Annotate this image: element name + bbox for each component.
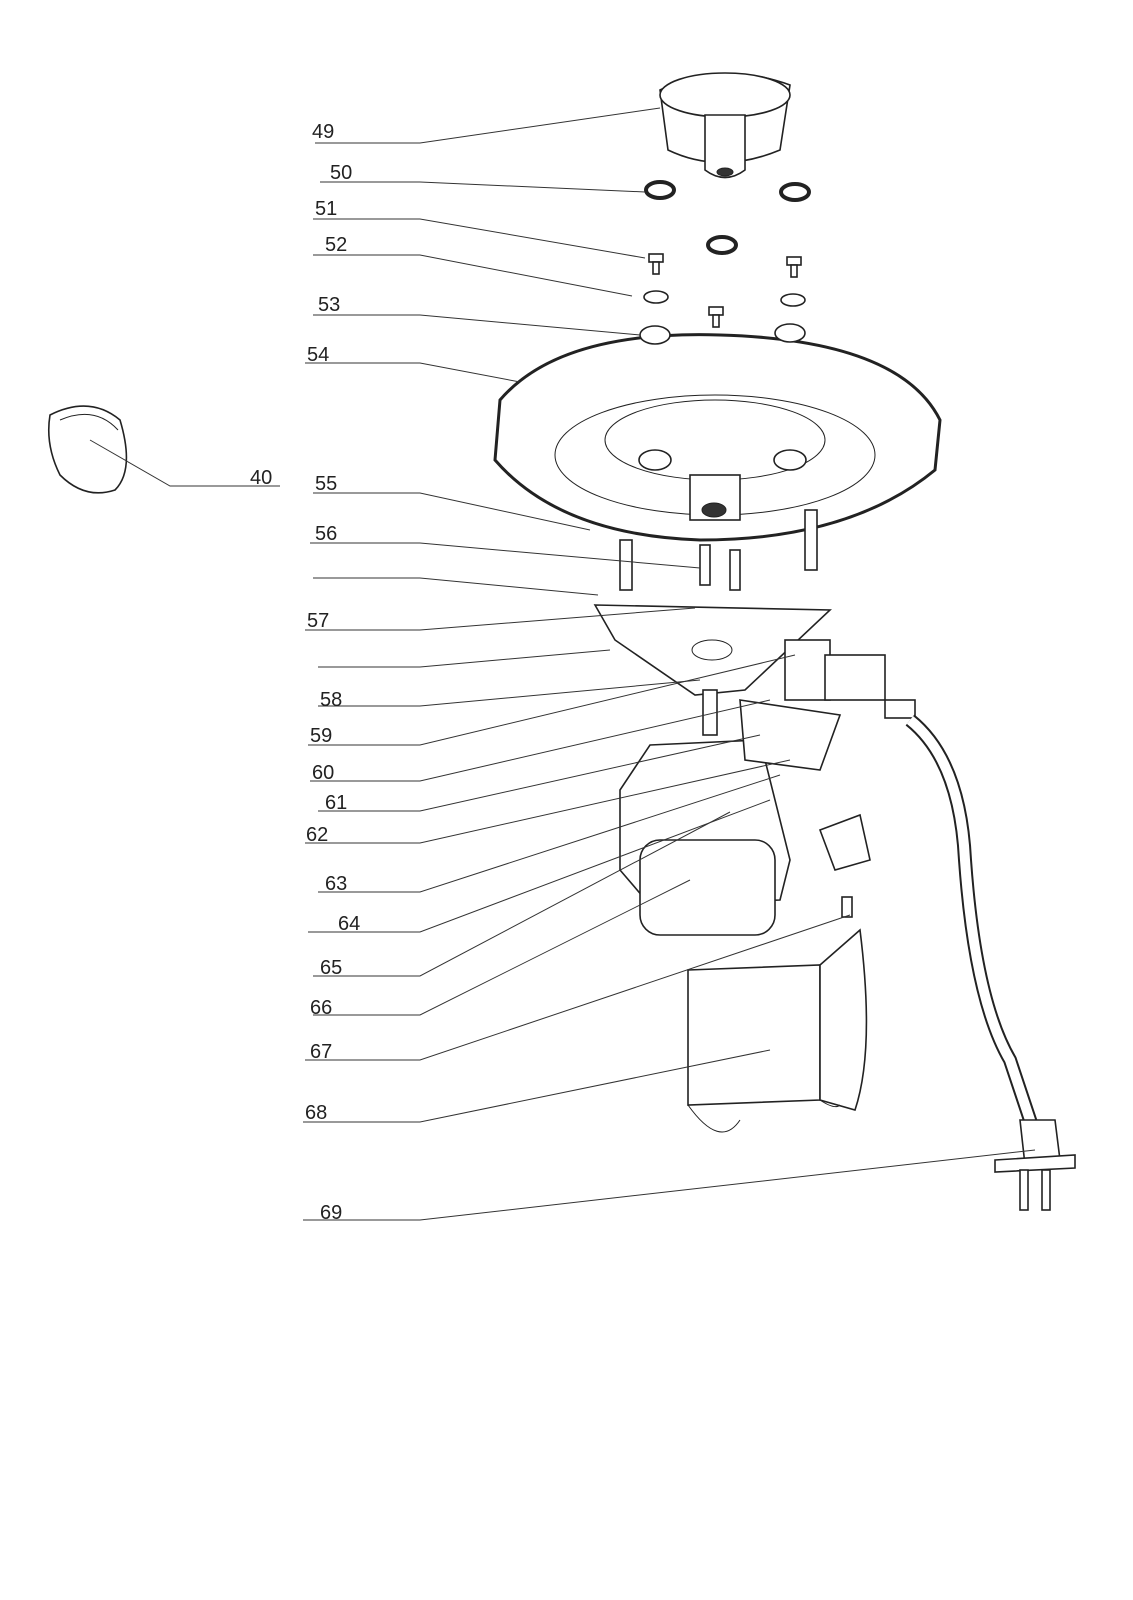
leader-68 <box>303 1049 771 1123</box>
leader-u2 <box>318 649 611 668</box>
callout-67: 67 <box>310 1041 332 1063</box>
part-screws-51 <box>648 253 802 328</box>
callout-49: 49 <box>312 121 334 143</box>
callout-50: 50 <box>330 162 352 184</box>
callout-62: 62 <box>306 824 328 846</box>
callout-64: 64 <box>338 913 360 935</box>
leader-59 <box>308 654 796 746</box>
part-motor-63 <box>619 699 871 936</box>
callout-69: 69 <box>320 1202 342 1224</box>
callout-60: 60 <box>312 762 334 784</box>
callout-57: 57 <box>307 610 329 632</box>
callout-65: 65 <box>320 957 342 979</box>
leader-50 <box>320 181 646 193</box>
leader-55 <box>313 492 591 531</box>
part-cover-40 <box>47 405 128 494</box>
callout-66: 66 <box>310 997 332 1019</box>
callout-51: 51 <box>315 198 337 220</box>
callout-68: 68 <box>305 1102 327 1124</box>
leader-57 <box>305 607 696 631</box>
leader-58 <box>318 679 701 707</box>
leader-61 <box>318 734 761 812</box>
leader-51 <box>313 218 646 259</box>
leader-69 <box>303 1149 1036 1221</box>
callout-59: 59 <box>310 725 332 747</box>
leader-66 <box>313 879 691 1016</box>
callout-52: 52 <box>325 234 347 256</box>
part-housing-68 <box>687 928 868 1133</box>
leader-60 <box>310 699 771 782</box>
callout-56: 56 <box>315 523 337 545</box>
callout-labels: 49 50 51 52 53 54 40 55 56 57 58 59 60 6… <box>250 121 360 1224</box>
part-knob-49 <box>659 72 791 179</box>
leader-64 <box>308 799 771 933</box>
part-base-54 <box>493 323 942 591</box>
leader-56 <box>310 542 701 569</box>
leader-40 <box>89 439 280 487</box>
part-plate-57 <box>593 604 916 719</box>
callout-54: 54 <box>307 344 329 366</box>
callout-61: 61 <box>325 792 347 814</box>
callout-63: 63 <box>325 873 347 895</box>
leader-lines <box>89 107 1036 1221</box>
leader-49 <box>315 107 661 144</box>
leader-67 <box>305 914 851 1061</box>
callout-40: 40 <box>250 467 272 489</box>
leader-u1 <box>313 577 599 596</box>
leader-63 <box>318 774 781 893</box>
callout-58: 58 <box>320 689 342 711</box>
part-rings-50 <box>644 180 811 255</box>
leader-54 <box>305 362 521 383</box>
part-cord-69 <box>905 714 1076 1211</box>
leader-53 <box>313 314 641 336</box>
leader-65 <box>313 811 731 977</box>
callout-55: 55 <box>315 473 337 495</box>
part-washers-52 <box>643 290 806 307</box>
leader-52 <box>313 254 633 297</box>
leader-62 <box>305 759 791 844</box>
callout-53: 53 <box>318 294 340 316</box>
